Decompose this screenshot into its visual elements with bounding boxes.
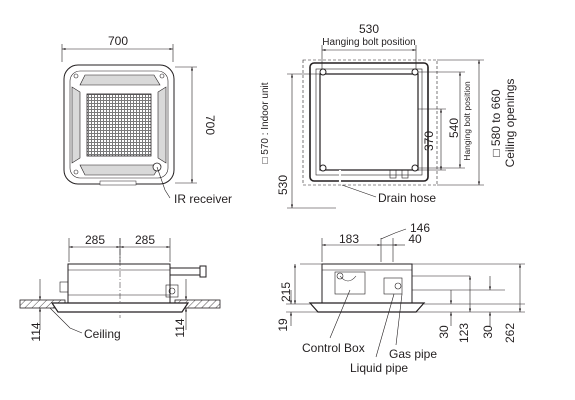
side-dim-123: 123 bbox=[457, 323, 471, 343]
ceiling-label: Ceiling bbox=[84, 327, 121, 341]
bolt-vert-label: Hanging bolt position bbox=[462, 81, 472, 161]
bolt-icon bbox=[411, 164, 419, 172]
side-dim-262: 262 bbox=[503, 323, 517, 343]
bolt-icon bbox=[319, 68, 327, 76]
top-height-dim: 700 bbox=[203, 115, 217, 135]
front-view: 285 285 114 114 Ceiling bbox=[19, 233, 221, 342]
opening-label: Ceiling openings bbox=[503, 79, 517, 168]
side-dim-30-b: 30 bbox=[481, 325, 495, 339]
liquid-pipe-label: Liquid pipe bbox=[350, 361, 408, 375]
top-view: 700 700 IR receiver bbox=[61, 34, 232, 206]
ceiling-opening-view: 530 Hanging bolt position Drain hose □ 5… bbox=[260, 22, 517, 211]
ir-receiver-label: IR receiver bbox=[174, 192, 232, 206]
bolt-vert-dim: 540 bbox=[447, 118, 461, 138]
indoor-unit-label: □ 570 : Indoor unit bbox=[260, 82, 271, 163]
top-width-dim: 700 bbox=[108, 34, 128, 48]
front-left-half: 285 bbox=[85, 233, 105, 247]
bolt-icon bbox=[319, 164, 327, 172]
control-box-label: Control Box bbox=[302, 341, 365, 355]
gas-pipe-label: Gas pipe bbox=[389, 347, 437, 361]
opening-dim: □ 580 to 660 bbox=[489, 89, 503, 157]
drain-hose-label: Drain hose bbox=[378, 191, 436, 205]
vertical-span-530: 530 bbox=[276, 175, 290, 195]
side-dim-19: 19 bbox=[276, 318, 290, 332]
front-dim-114-left: 114 bbox=[29, 322, 43, 341]
indoor-unit-outline bbox=[309, 62, 429, 182]
intake-grill bbox=[86, 93, 152, 157]
bolt-icon bbox=[411, 68, 419, 76]
front-right-half: 285 bbox=[135, 233, 155, 247]
side-dim-215: 215 bbox=[279, 282, 293, 302]
side-dim-183: 183 bbox=[339, 232, 359, 246]
side-dim-146: 146 bbox=[410, 221, 430, 235]
side-dim-40: 40 bbox=[408, 232, 422, 246]
side-view: 146 183 40 215 bbox=[276, 221, 525, 375]
span-370: 370 bbox=[422, 131, 436, 151]
front-dim-114-right: 114 bbox=[173, 318, 187, 337]
bolt-position-label: Hanging bolt position bbox=[322, 37, 415, 48]
side-dim-30-a: 30 bbox=[437, 325, 451, 339]
bolt-span-dim: 530 bbox=[359, 22, 379, 36]
